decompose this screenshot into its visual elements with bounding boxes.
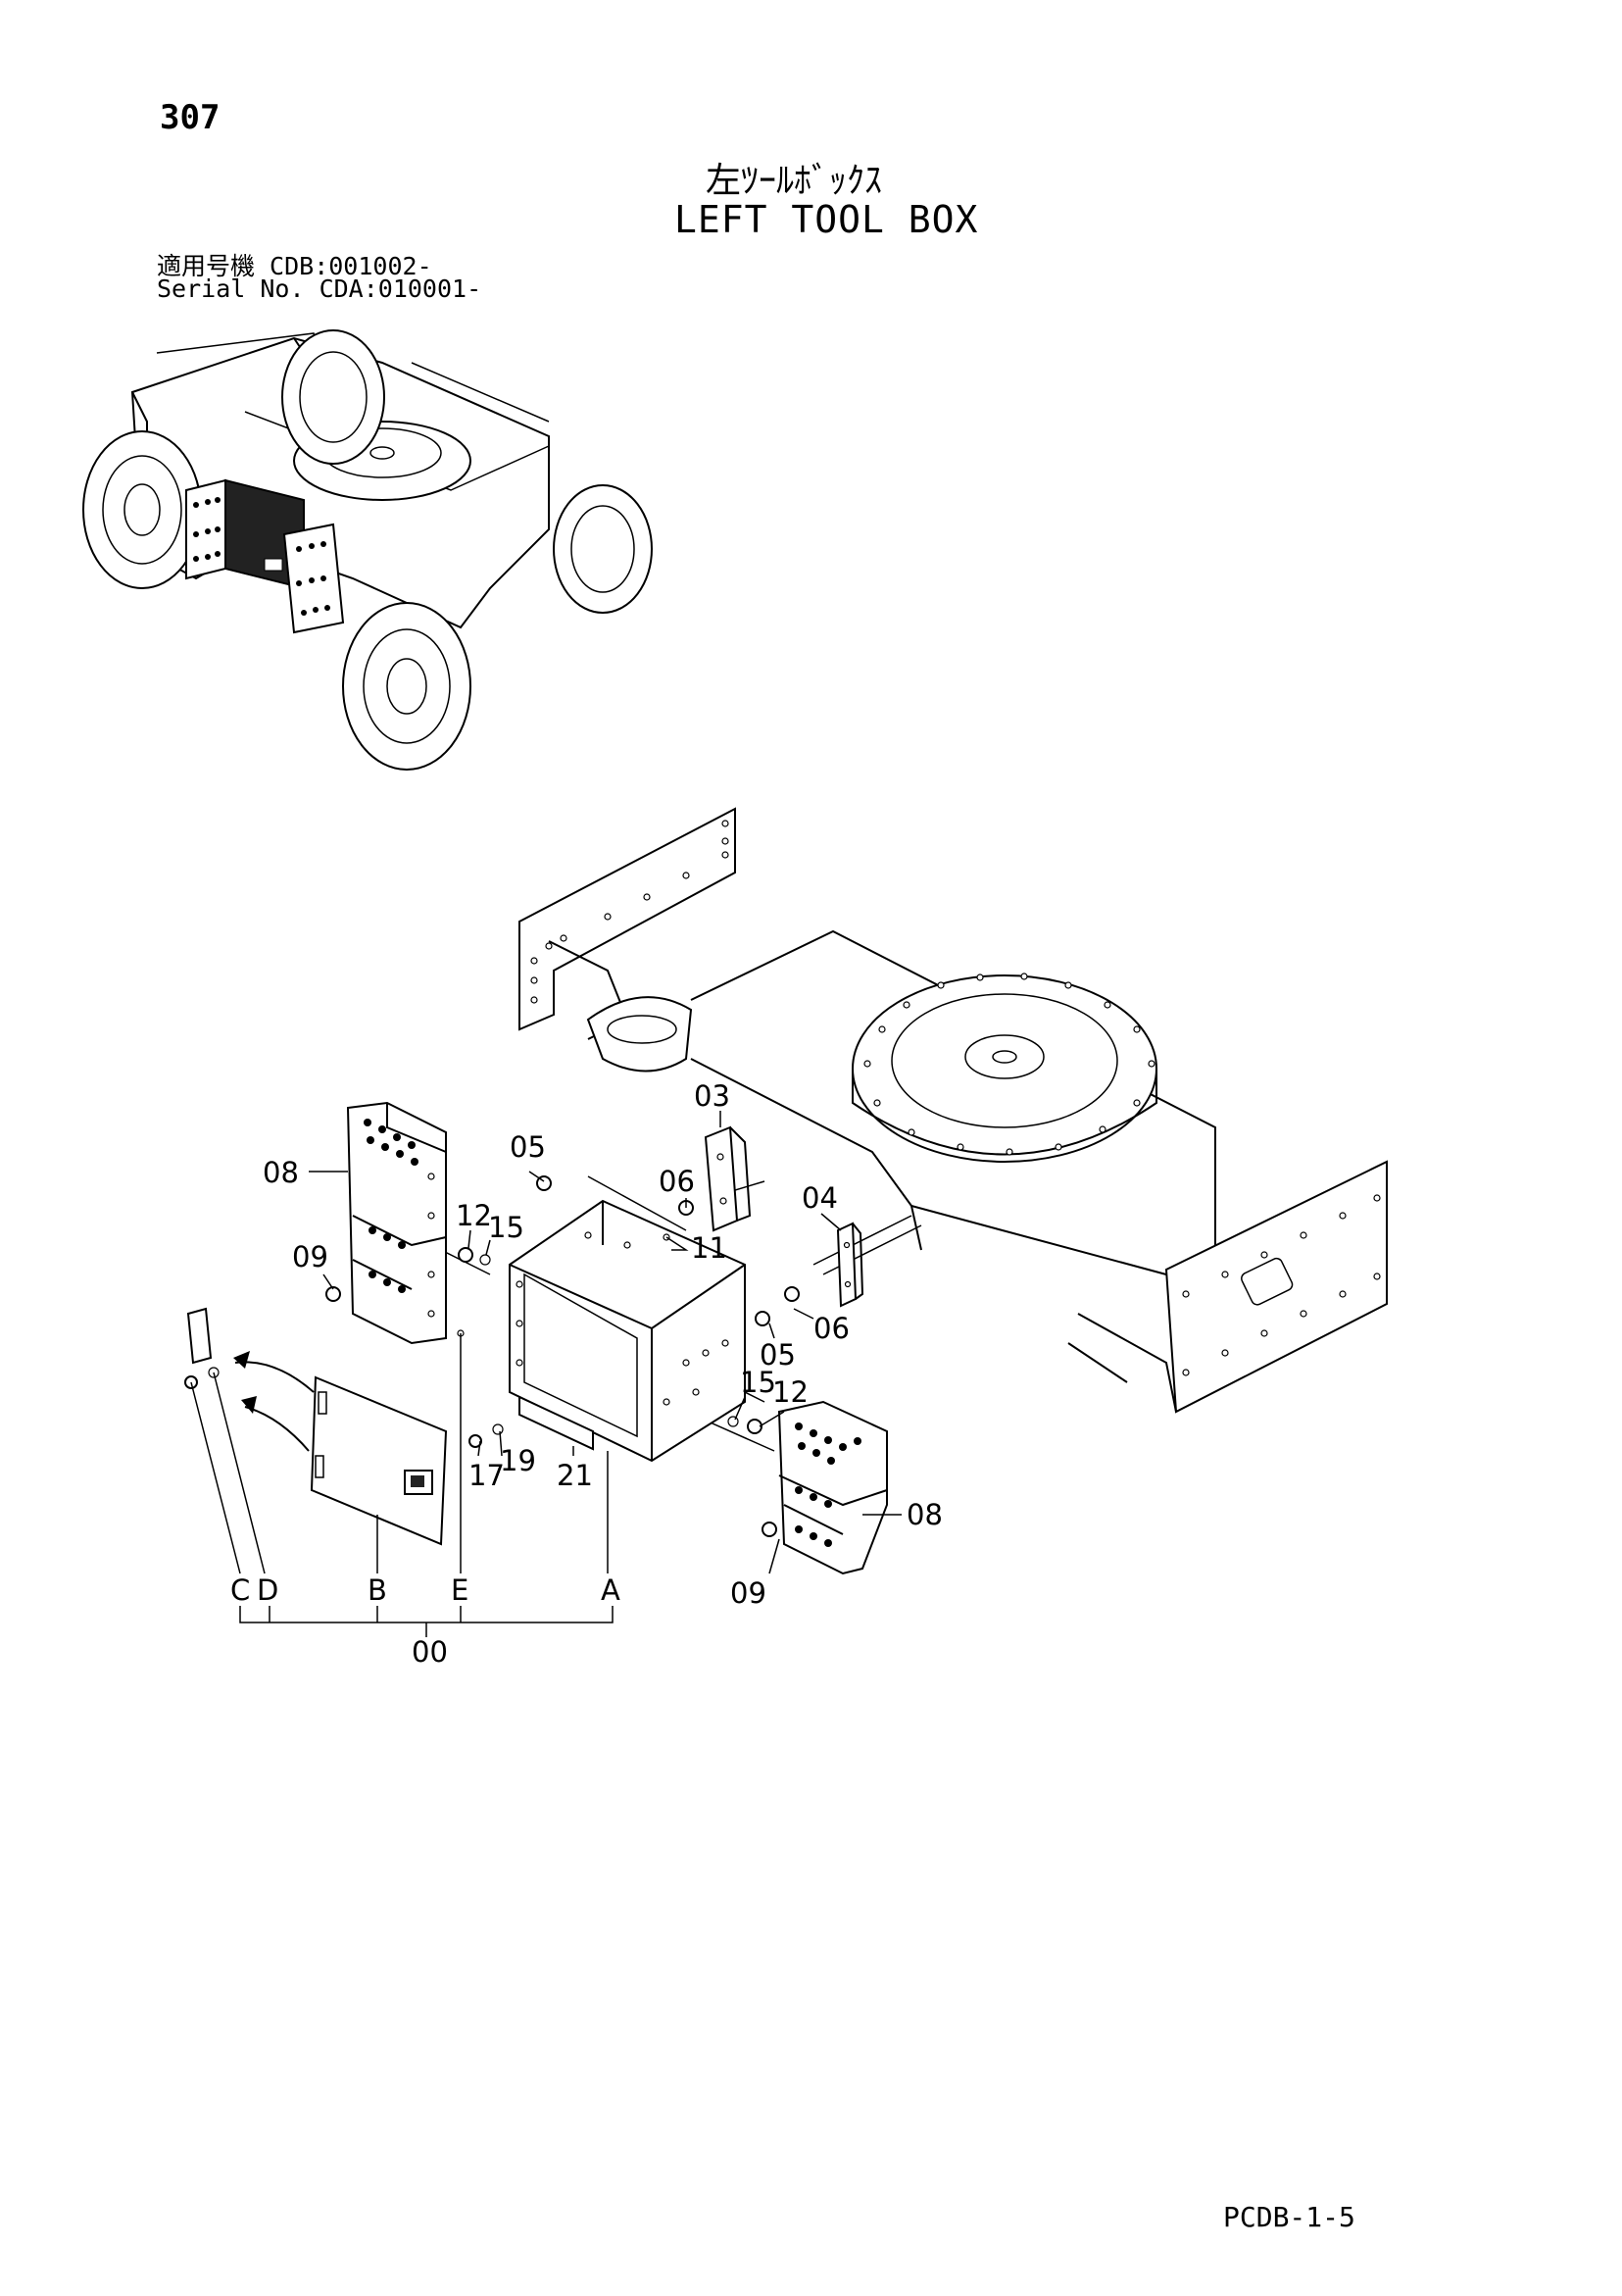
inset-wheel-rear-left bbox=[281, 329, 385, 465]
callout-05-lower: 05 bbox=[760, 1338, 796, 1372]
callout-D: D bbox=[257, 1573, 278, 1607]
callout-05-upper: 05 bbox=[510, 1130, 546, 1164]
fasteners bbox=[184, 1175, 800, 1537]
serial-applicability-english: Serial No. CDA:010001- bbox=[157, 275, 482, 303]
bracket-04 bbox=[836, 1222, 864, 1308]
callout-06-upper: 06 bbox=[659, 1165, 695, 1198]
callout-06-lower: 06 bbox=[813, 1312, 850, 1345]
callout-17: 17 bbox=[468, 1459, 505, 1492]
callout-leaders bbox=[190, 1111, 902, 1637]
bracket-21 bbox=[518, 1395, 594, 1451]
title-japanese: 左ﾂｰﾙﾎﾞｯｸｽ bbox=[706, 161, 883, 201]
callout-11: 11 bbox=[691, 1231, 727, 1265]
callout-B: B bbox=[368, 1573, 387, 1607]
bracket-03 bbox=[704, 1125, 752, 1232]
inset-wheel-front-right bbox=[342, 602, 471, 771]
door-latch bbox=[186, 1307, 213, 1365]
callout-09-lower: 09 bbox=[730, 1576, 766, 1610]
callout-A: A bbox=[601, 1573, 620, 1607]
step-bracket-upper bbox=[346, 1101, 447, 1345]
callout-15-upper: 15 bbox=[488, 1211, 524, 1244]
callout-15-lower: 15 bbox=[740, 1366, 776, 1399]
inset-tool-box bbox=[185, 478, 345, 634]
callout-08-lower: 08 bbox=[907, 1498, 943, 1531]
callout-21: 21 bbox=[557, 1459, 593, 1492]
callout-00: 00 bbox=[412, 1635, 448, 1669]
frame-bolt-holes bbox=[530, 820, 1381, 1376]
tool-box-door bbox=[310, 1375, 448, 1546]
inset-wheel-front-left bbox=[82, 430, 202, 589]
install-arrow-lower bbox=[244, 1406, 310, 1452]
main-frame bbox=[518, 807, 1388, 1414]
footer-code: PCDB-1-5 bbox=[1223, 2201, 1355, 2233]
callout-labels: 08 03 04 05 06 12 15 09 11 05 06 15 12 1… bbox=[230, 1079, 943, 1669]
callout-C: C bbox=[230, 1573, 250, 1607]
callout-04: 04 bbox=[802, 1181, 838, 1215]
tool-box-body bbox=[509, 1199, 746, 1463]
inset-wheel-rear-right bbox=[553, 484, 653, 614]
step-bracket-lower bbox=[777, 1400, 888, 1575]
callout-09-upper: 09 bbox=[292, 1240, 328, 1273]
callout-12-lower: 12 bbox=[772, 1375, 809, 1409]
serial-applicability-japanese: 適用号機 CDB:001002- bbox=[157, 252, 432, 280]
turntable bbox=[852, 974, 1157, 1163]
title-english: LEFT TOOL BOX bbox=[674, 198, 979, 241]
overview-inset bbox=[82, 329, 653, 771]
install-arrow-upper bbox=[234, 1361, 315, 1393]
callout-E: E bbox=[451, 1573, 468, 1607]
page-number: 307 bbox=[160, 98, 221, 137]
callout-19: 19 bbox=[500, 1444, 536, 1477]
callout-08-upper: 08 bbox=[263, 1156, 299, 1189]
callout-12-upper: 12 bbox=[456, 1199, 492, 1232]
callout-03: 03 bbox=[694, 1079, 730, 1113]
